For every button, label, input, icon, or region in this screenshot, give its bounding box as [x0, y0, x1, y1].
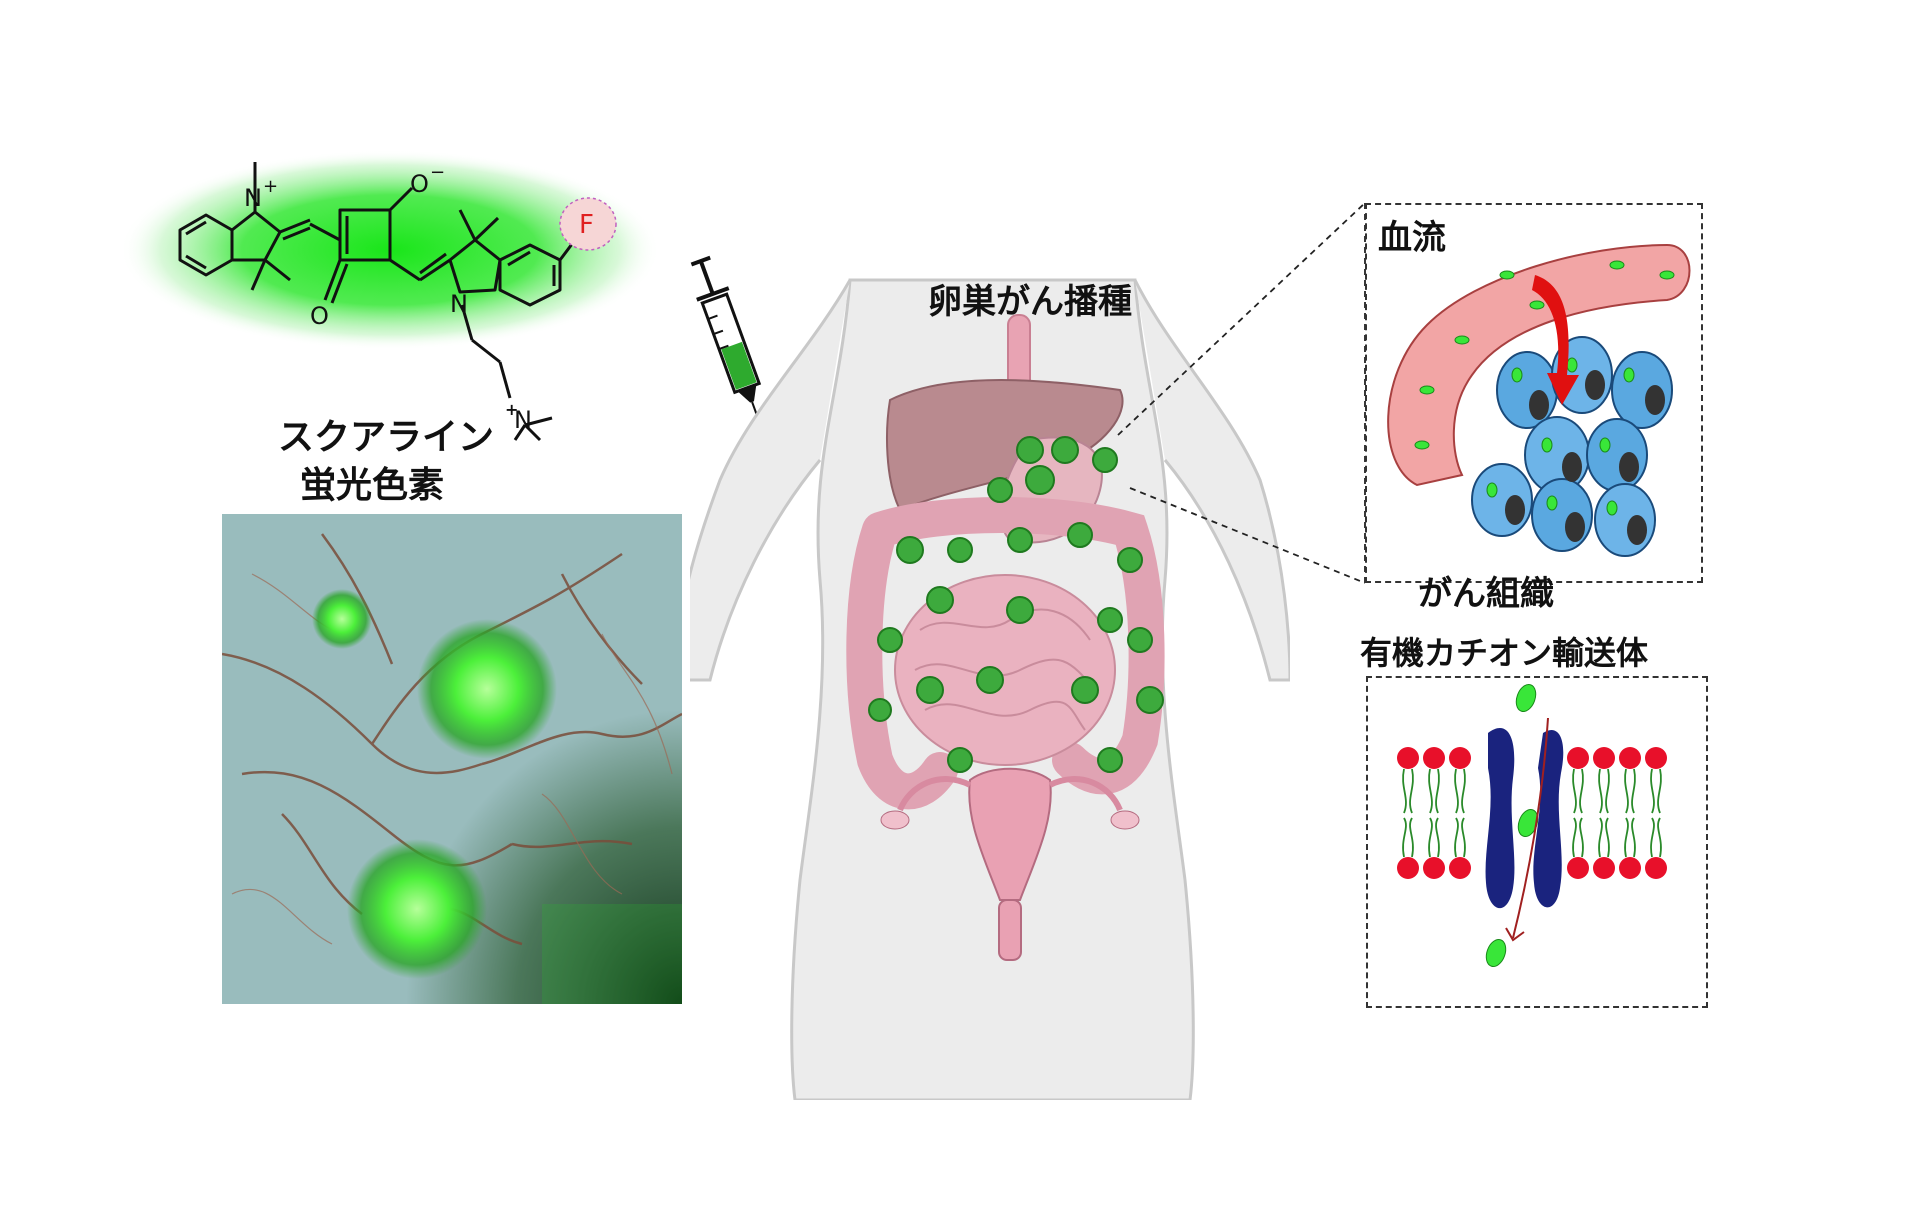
fluorescence-photo: [222, 514, 682, 1004]
body-diagram: [690, 260, 1290, 1100]
flow-arrow: [1532, 275, 1579, 405]
atom-fluorine: F: [579, 210, 594, 240]
atom-n: N: [450, 290, 468, 318]
transporter-label: 有機カチオン輸送体: [1360, 634, 1649, 672]
atom-plus-sign: +: [263, 176, 279, 197]
blood-vessel: [1387, 243, 1691, 487]
syringe-icon: [680, 250, 790, 460]
dye-structure: N + O − O N + N F: [120, 140, 720, 470]
tumor-large: [417, 619, 557, 759]
transporter-panel: [1366, 676, 1708, 1008]
atom-o-minus: O: [410, 170, 429, 198]
metastasis-nodules: [868, 436, 1164, 773]
tumor-bottom: [347, 839, 487, 979]
atom-o: O: [310, 302, 329, 330]
tissue-panel: [1365, 203, 1703, 583]
tissue-label: がん組織: [1418, 574, 1554, 614]
dye-name-line2: 蛍光色素: [300, 465, 445, 506]
atom-n2: N: [514, 406, 532, 434]
tumor-small: [312, 589, 372, 649]
blood-label: 血流: [1378, 218, 1446, 258]
transporter-protein-left: [1485, 728, 1515, 909]
atom-minus-sign: −: [430, 162, 446, 183]
body-label: 卵巣がん播種: [928, 282, 1132, 322]
transporter-protein-right: [1533, 729, 1564, 908]
atom-n2-plus: +: [505, 400, 519, 419]
dye-name-line1: スクアライン: [278, 417, 495, 458]
atom-n-plus: N: [244, 184, 262, 212]
